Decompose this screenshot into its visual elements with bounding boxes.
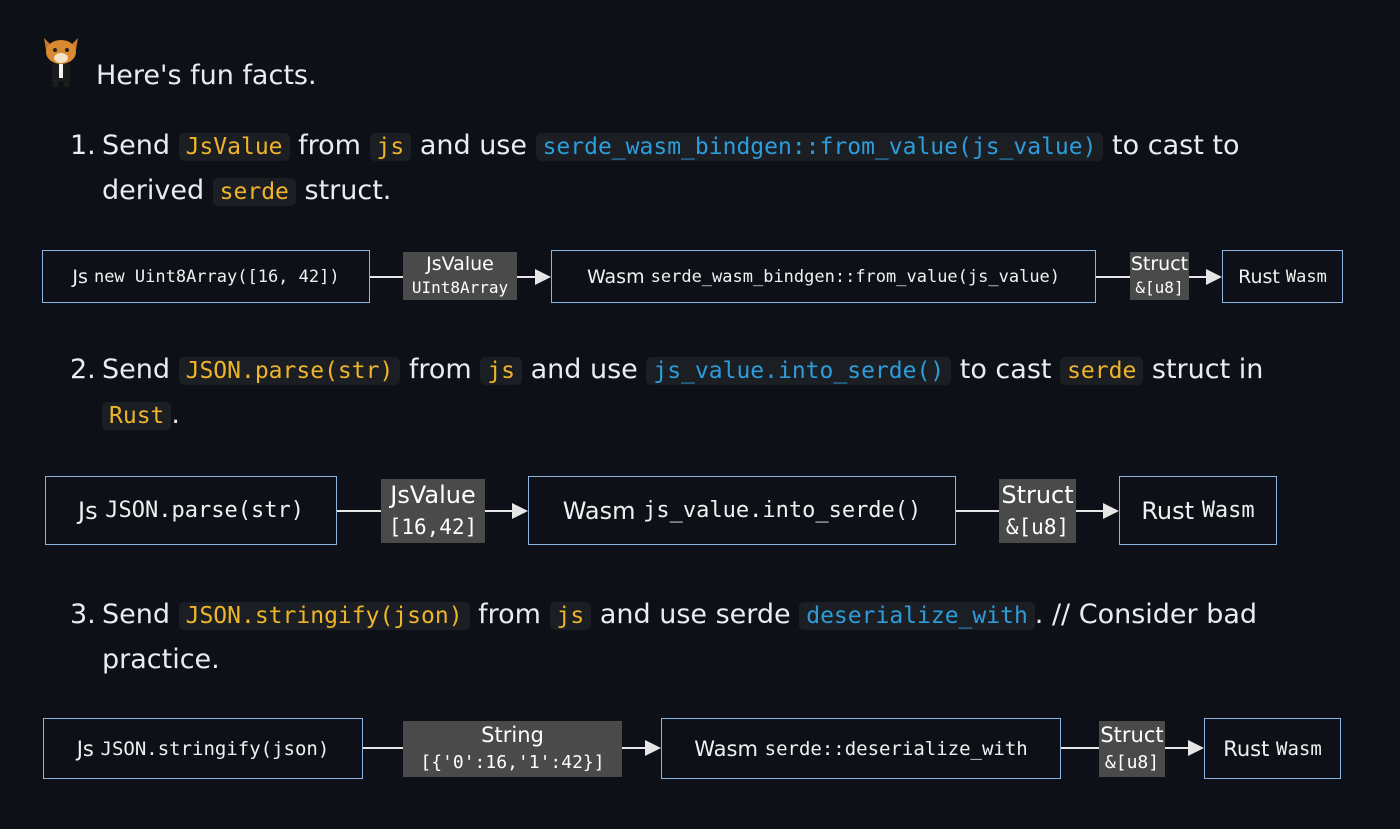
- inline-code: serde: [1060, 357, 1144, 385]
- inline-code: deserialize_with: [799, 602, 1035, 630]
- diagram-2-edge-2-arrowhead: [1103, 503, 1119, 519]
- text-segment: from: [469, 599, 550, 630]
- list-item-3-content: Send JSON.stringify(json) from js and us…: [102, 599, 1257, 675]
- list-number: 3.: [70, 599, 96, 630]
- diagram-1-node-rust: Rust Wasm: [1222, 250, 1343, 303]
- text-segment: and use serde: [591, 599, 800, 630]
- diagram-1-node-js: Js new Uint8Array([16, 42]): [42, 250, 370, 303]
- inline-code: serde: [212, 178, 296, 206]
- diagram-1-edge-1-arrowhead: [535, 269, 551, 285]
- list-item-1: 1. Send JsValue from js and use serde_wa…: [70, 124, 1330, 214]
- text-segment: from: [400, 354, 481, 385]
- diagram-2-edge-1-arrowhead: [512, 503, 528, 519]
- inline-code: Rust: [102, 402, 172, 430]
- diagram-3-node-wasm: Wasm serde::deserialize_with: [661, 718, 1061, 779]
- text-segment: . // Consider bad practice.: [102, 599, 1258, 675]
- list-item-1-text: 1. Send JsValue from js and use serde_wa…: [70, 124, 1330, 214]
- list-item-2-content: Send JSON.parse(str) from js and use js_…: [102, 354, 1263, 430]
- inline-code: JSON.parse(str): [178, 357, 401, 385]
- text-segment: Send: [102, 130, 179, 161]
- text-segment: and use: [522, 354, 647, 385]
- diagram-1-edge-2-label: Struct &[u8]: [1130, 252, 1189, 300]
- diagram-1-edge-2-arrowhead: [1206, 269, 1222, 285]
- inline-code: JsValue: [178, 133, 290, 161]
- diagram-2-node-wasm: Wasm js_value.into_serde(): [528, 476, 956, 545]
- list-item-2-text: 2. Send JSON.parse(str) from js and use …: [70, 348, 1330, 438]
- diagram-2-node-rust: Rust Wasm: [1119, 476, 1277, 545]
- list-number: 1.: [70, 130, 96, 161]
- inline-code: js: [369, 133, 412, 161]
- diagram-3-edge-2-label: Struct &[u8]: [1099, 721, 1165, 777]
- inline-code: js: [480, 357, 523, 385]
- diagram-2-edge-1-label: JsValue [16,42]: [381, 479, 485, 543]
- list-item-2: 2. Send JSON.parse(str) from js and use …: [70, 348, 1330, 438]
- text-segment: Send: [102, 599, 179, 630]
- text-segment: to cast to derived: [102, 130, 1240, 206]
- inline-code: js: [549, 602, 592, 630]
- diagram-2-edge-2-label: Struct &[u8]: [999, 479, 1076, 543]
- list-item-3-text: 3. Send JSON.stringify(json) from js and…: [70, 593, 1330, 682]
- list-number: 2.: [70, 354, 96, 385]
- intro-text: Here's fun facts.: [96, 60, 317, 91]
- inline-code: serde_wasm_bindgen::from_value(js_value): [535, 133, 1104, 161]
- diagram-3-edge-1-arrowhead: [645, 740, 661, 756]
- diagram-3-node-rust: Rust Wasm: [1204, 718, 1341, 779]
- text-segment: .: [171, 399, 180, 430]
- fox-mascot-icon: [44, 38, 78, 87]
- text-segment: and use: [411, 130, 536, 161]
- diagram-1-node-wasm: Wasm serde_wasm_bindgen::from_value(js_v…: [551, 250, 1096, 303]
- text-segment: struct in: [1143, 354, 1264, 385]
- diagram-3-edge-1-label: String [{'0':16,'1':42}]: [403, 721, 622, 777]
- inline-code: JSON.stringify(json): [178, 602, 470, 630]
- text-segment: from: [289, 130, 370, 161]
- inline-code: js_value.into_serde(): [646, 357, 952, 385]
- diagram-3-node-js: Js JSON.stringify(json): [43, 718, 363, 779]
- text-segment: struct.: [295, 175, 392, 206]
- text-segment: to cast: [951, 354, 1061, 385]
- diagram-2-node-js: Js JSON.parse(str): [45, 476, 337, 545]
- list-item-1-content: Send JsValue from js and use serde_wasm_…: [102, 130, 1239, 206]
- text-segment: Send: [102, 354, 179, 385]
- diagram-3-edge-2-arrowhead: [1188, 740, 1204, 756]
- list-item-3: 3. Send JSON.stringify(json) from js and…: [70, 593, 1330, 682]
- diagram-1-edge-1-label: JsValue UInt8Array: [403, 252, 517, 300]
